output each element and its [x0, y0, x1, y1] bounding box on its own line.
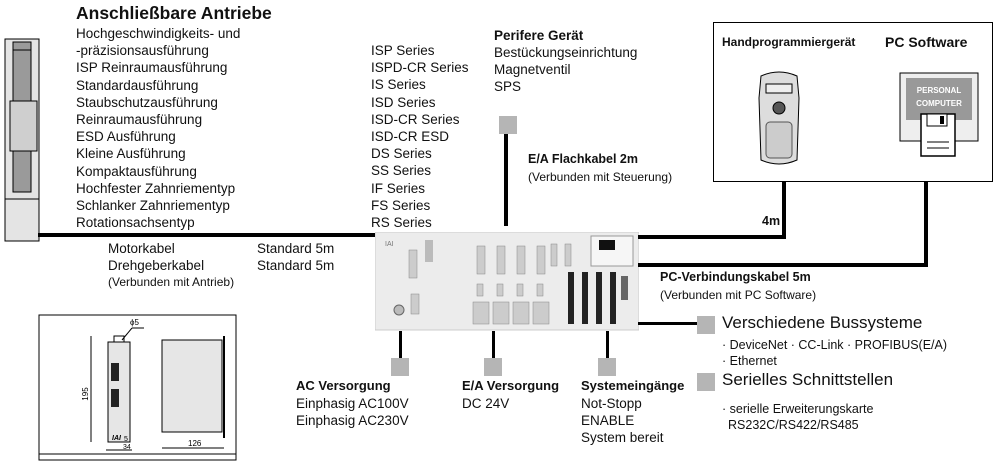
pc-screen-line1: PERSONAL — [917, 86, 962, 95]
pc-cable-line-v — [924, 181, 928, 267]
actuator-type: ESD Ausführung — [76, 129, 176, 145]
dimension-depth: 34 — [123, 444, 131, 451]
actuator-type: Reinraumausführung — [76, 112, 203, 128]
io-flat-cable-line — [504, 134, 508, 226]
io-supply-marker — [484, 358, 502, 376]
bus-line1: · DeviceNet · CC-Link · PROFIBUS(E/A) — [722, 338, 948, 352]
serial-line2: RS232C/RS422/RS485 — [728, 418, 859, 432]
peripheral-item: Magnetventil — [494, 62, 571, 78]
system-inputs-line — [606, 331, 609, 359]
series-item: SS Series — [371, 163, 432, 179]
motor-cable-label: Motorkabel — [108, 241, 175, 256]
pendant-cable-line-h — [638, 235, 786, 239]
pc-cable-line-h — [638, 263, 928, 267]
ac-line — [399, 331, 402, 359]
actuators-title: Anschließbare Antriebe — [76, 3, 272, 23]
actuator-cable-line — [38, 233, 380, 237]
io-flat-cable-label: E/A Flachkabel 2m — [528, 152, 638, 166]
actuator-cable-note: (Verbunden mit Antrieb) — [108, 275, 235, 289]
actuator-type: -präzisionsausführung — [76, 43, 209, 59]
series-item: ISP Series — [371, 43, 435, 58]
pc-cable-label: PC-Verbindungskabel 5m — [660, 270, 811, 284]
ac-line1: Einphasig AC100V — [296, 396, 409, 411]
series-item: ISD-CR Series — [371, 111, 460, 127]
series-item: FS Series — [371, 197, 431, 213]
actuator-series-list: ISP Series ISPD-CR Series IS Series ISD … — [371, 42, 469, 231]
serial-marker — [697, 373, 715, 391]
io-supply-title: E/A Versorgung — [462, 378, 560, 393]
actuator-type: Schlanker Zahnriementyp — [76, 198, 230, 214]
peripheral-item: Bestückungseinrichtung — [494, 45, 638, 60]
series-item: IS Series — [371, 77, 426, 93]
io-supply-line — [492, 331, 495, 359]
pendant-cable-line-v — [782, 181, 786, 239]
actuator-type: Kleine Ausführung — [76, 146, 186, 162]
series-item: ISPD-CR Series — [371, 60, 469, 76]
dimension-phi: ϕ5 — [130, 318, 139, 327]
system-input: ENABLE — [581, 413, 635, 428]
actuator-types-list: Hochgeschwindigkeits- und -präzisionsaus… — [76, 25, 240, 231]
bus-line2: · Ethernet — [722, 354, 777, 368]
teaching-pendant-image — [758, 71, 800, 165]
system-inputs-title: Systemeingänge — [581, 378, 685, 393]
actuator-type: Standardausführung — [76, 77, 199, 93]
series-item: ISD-CR ESD — [371, 129, 450, 145]
dimension-drawing: IAI 195 ϕ5 5 34 126 — [38, 314, 237, 461]
ac-line2: Einphasig AC230V — [296, 413, 409, 428]
series-item: ISD Series — [371, 94, 436, 110]
dimension-height: 195 — [81, 387, 90, 401]
actuator-type: Hochfester Zahnriementyp — [76, 180, 236, 196]
serial-title: Serielles Schnittstellen — [722, 370, 894, 389]
system-input: Not-Stopp — [581, 396, 642, 411]
peripheral-item: SPS — [494, 79, 522, 95]
series-item: RS Series — [371, 215, 432, 231]
pendant-label: Handprogrammiergerät — [722, 35, 856, 49]
pendant-cable-length: 4m — [762, 214, 781, 228]
dimension-width: 126 — [188, 439, 202, 448]
ac-title: AC Versorgung — [296, 378, 391, 393]
peripheral-list: Bestückungseinrichtung Magnetventil SPS — [494, 44, 637, 96]
peripheral-title: Perifere Gerät — [494, 28, 584, 43]
ac-marker — [391, 358, 409, 376]
pc-cable-note: (Verbunden mit PC Software) — [660, 288, 817, 302]
pc-screen-line2: COMPUTER — [916, 99, 962, 108]
encoder-cable-label: Drehgeberkabel — [108, 258, 205, 273]
system-input: System bereit — [581, 430, 664, 445]
actuator-type: Staubschutzausführung — [76, 94, 218, 110]
series-item: DS Series — [371, 146, 432, 162]
pc-software-label: PC Software — [885, 34, 968, 50]
encoder-cable-length: Standard 5m — [257, 258, 335, 273]
motor-cable-length: Standard 5m — [257, 241, 335, 256]
bus-line — [638, 322, 698, 325]
controller-image: IAI — [375, 232, 639, 331]
peripheral-connector-marker — [499, 116, 517, 134]
programming-tools-frame — [713, 22, 993, 182]
series-item: IF Series — [371, 180, 426, 196]
actuator-type: Kompaktausführung — [76, 163, 197, 179]
actuator-type: Hochgeschwindigkeits- und — [76, 26, 241, 41]
dimension-logo: IAI — [112, 435, 122, 442]
system-inputs-marker — [598, 358, 616, 376]
actuator-type: ISP Reinraumausführung — [76, 60, 228, 76]
io-flat-cable-note: (Verbunden mit Steuerung) — [528, 170, 673, 184]
bus-title: Verschiedene Bussysteme — [722, 313, 923, 332]
bus-marker — [697, 316, 715, 334]
svg-text:IAI: IAI — [385, 241, 394, 248]
actuator-type: Rotationsachsentyp — [76, 215, 195, 231]
io-supply-line1: DC 24V — [462, 396, 510, 411]
personal-computer-image: PERSONAL COMPUTER — [899, 72, 979, 157]
dimension-small: 5 — [124, 436, 128, 443]
actuator-image — [4, 38, 40, 242]
serial-line1: · serielle Erweiterungskarte — [722, 402, 874, 416]
